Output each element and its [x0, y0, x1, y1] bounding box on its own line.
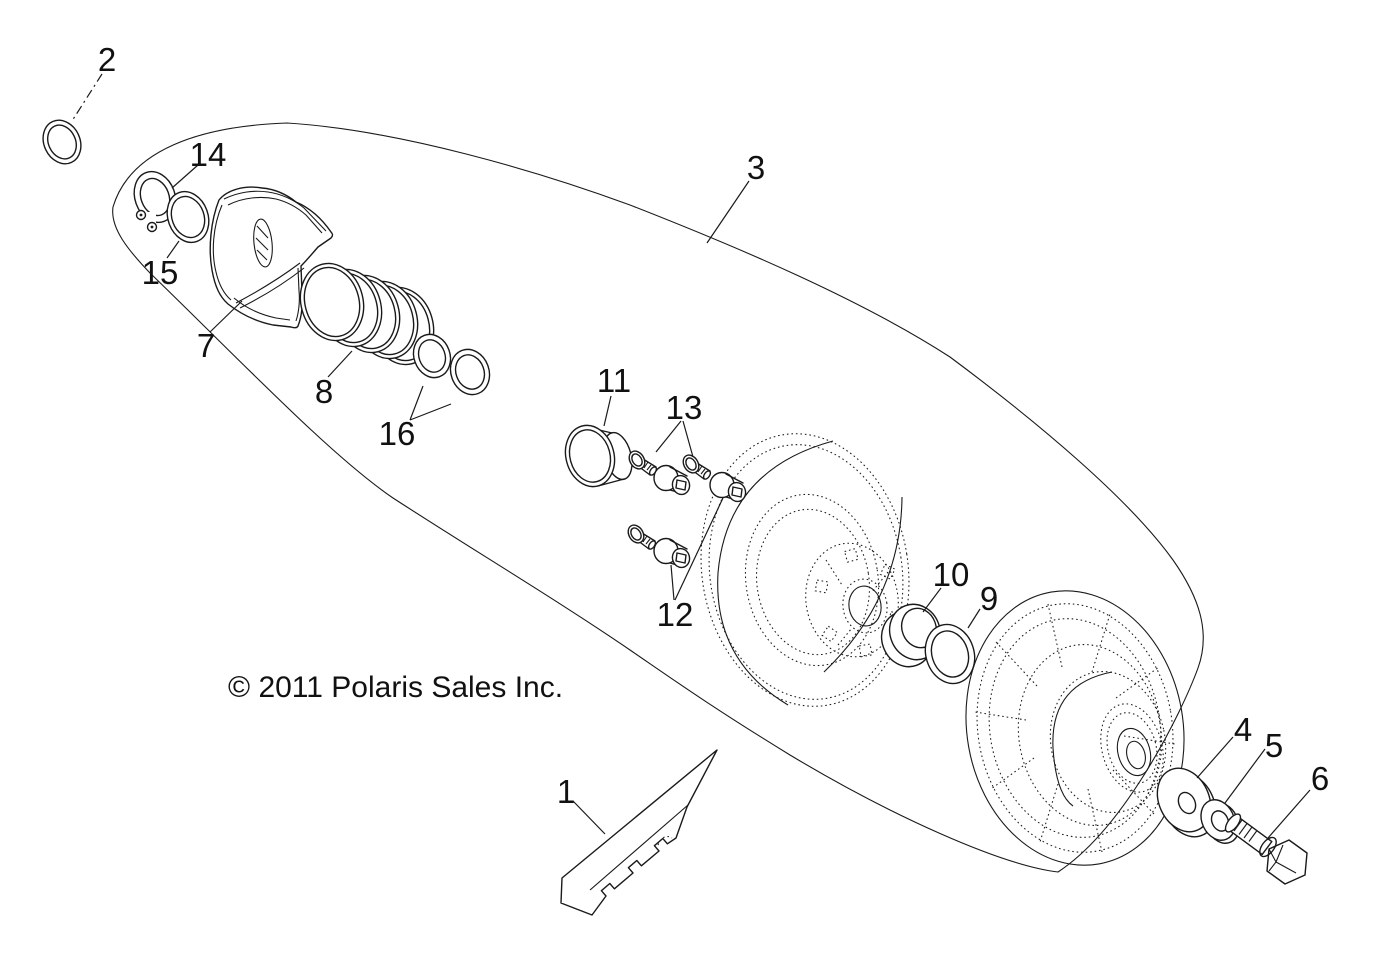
callout-15-label: 15: [142, 254, 179, 291]
part-3-assembly-outline: [112, 122, 1204, 873]
spring-coil: [299, 262, 365, 342]
ring-front: [412, 333, 452, 379]
part-16-rings: [412, 333, 491, 396]
copyright-text: © 2011 Polaris Sales Inc.: [228, 671, 563, 704]
part-9-o-ring: [924, 623, 976, 685]
callout-6: 6: [1267, 760, 1329, 839]
callout-9-leader: [967, 608, 981, 629]
callout-8-leader: [327, 350, 353, 378]
callout-13: 13: [655, 389, 703, 458]
callout-2: 2: [71, 41, 116, 122]
callout-14-label: 14: [190, 136, 227, 173]
callout-4-leader: [1196, 736, 1234, 779]
callout-14: 14: [171, 136, 227, 189]
part-15-washer-ring: [166, 190, 210, 244]
roller: [653, 464, 693, 498]
sheave-edge: [823, 496, 903, 673]
callout-1: 1: [557, 773, 606, 835]
callout-10-leader: [922, 587, 942, 613]
movable-sheave: [965, 590, 1185, 866]
callout-4-label: 4: [1234, 711, 1252, 748]
sheave-ribs: [974, 603, 1176, 853]
callout-12: 12: [657, 497, 724, 633]
callout-11: 11: [597, 362, 631, 427]
screw: [624, 521, 658, 551]
part-13-screws: [624, 447, 713, 551]
callout-11-label: 11: [597, 362, 631, 399]
callout-8-label: 8: [315, 373, 333, 410]
callout-12-leader: [670, 497, 724, 601]
callout-2-label: 2: [98, 41, 116, 78]
callout-1-leader: [572, 800, 606, 835]
callout-7-label: 7: [197, 327, 215, 364]
fixed-sheave: [700, 433, 910, 707]
callouts: 1 2 3 4 5 6 7 8: [71, 41, 1329, 839]
roller: [709, 471, 749, 505]
callout-13-label: 13: [666, 389, 703, 426]
callout-15: 15: [142, 240, 180, 291]
callout-1-label: 1: [557, 773, 575, 810]
callout-9-label: 9: [980, 580, 998, 617]
callout-9: 9: [967, 580, 998, 629]
callout-16-leader: [409, 385, 452, 421]
callout-2-leader: [71, 73, 103, 122]
ring-rear: [449, 348, 491, 396]
callout-5-leader: [1224, 748, 1266, 804]
part-6-hex-bolt: [1224, 813, 1308, 885]
callout-16-label: 16: [379, 415, 416, 452]
cone-edge: [1052, 671, 1113, 807]
callout-16: 16: [379, 385, 452, 452]
callout-3-label: 3: [747, 149, 765, 186]
callout-6-label: 6: [1311, 760, 1329, 797]
callout-4: 4: [1196, 711, 1252, 779]
part-2-seal-ring: [42, 119, 82, 165]
callout-7: 7: [197, 300, 243, 364]
callout-11-leader: [603, 395, 612, 427]
roller: [653, 537, 693, 571]
callout-14-leader: [171, 164, 199, 189]
callout-6-leader: [1267, 789, 1311, 839]
part-1-wedge: [560, 749, 718, 916]
callout-5-label: 5: [1265, 727, 1283, 764]
callout-10-label: 10: [933, 556, 970, 593]
part-14-retaining-ring: [133, 170, 177, 233]
callout-8: 8: [315, 350, 353, 410]
callout-10: 10: [922, 556, 970, 613]
callout-5: 5: [1224, 727, 1283, 804]
bolt-head: [1266, 839, 1308, 885]
callout-3: 3: [706, 149, 765, 244]
callout-12-label: 12: [657, 596, 694, 633]
callout-13-leader: [655, 420, 694, 458]
callout-3-leader: [706, 180, 750, 244]
part-8-spring: [299, 262, 435, 366]
callout-15-leader: [166, 240, 180, 259]
sheave-edge: [717, 440, 834, 706]
part-11-bushing-sleeve: [564, 424, 633, 488]
callout-7-leader: [209, 300, 243, 333]
